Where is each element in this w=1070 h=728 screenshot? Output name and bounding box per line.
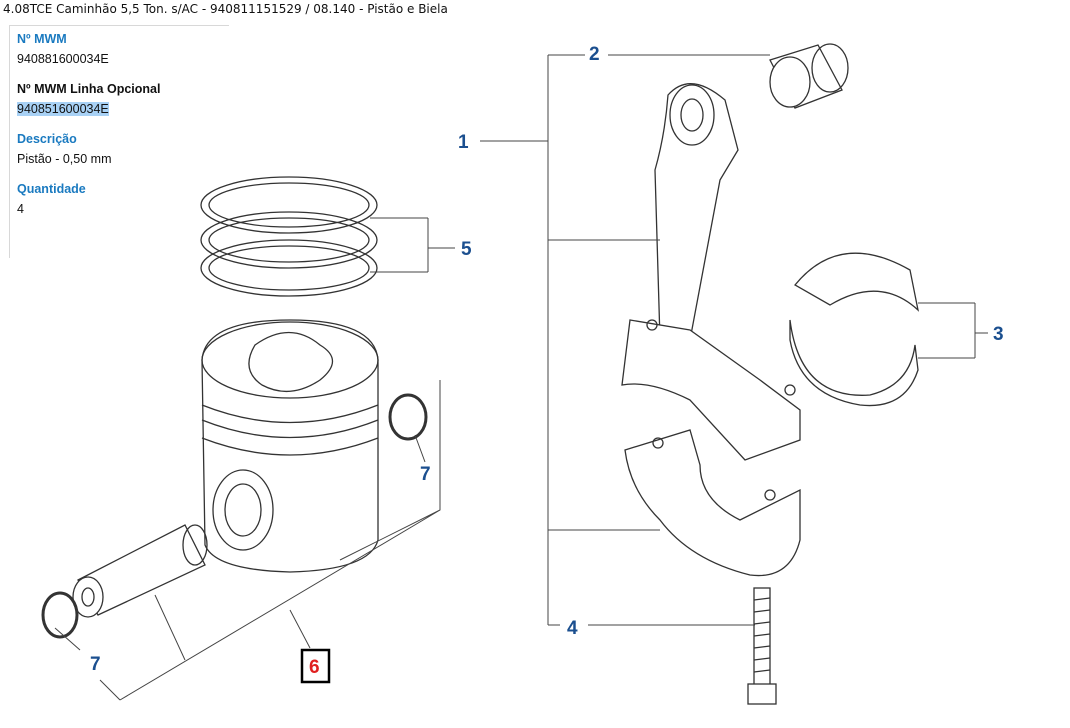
- callout-2[interactable]: 2: [589, 44, 600, 65]
- part-details-panel: Nº MWM 940881600034E Nº MWM Linha Opcion…: [9, 25, 229, 258]
- callout-3[interactable]: 3: [993, 324, 1004, 345]
- callout-1[interactable]: 1: [458, 132, 469, 153]
- breadcrumb-title: 4.08TCE Caminhão 5,5 Ton. s/AC - 9408111…: [3, 2, 448, 16]
- quantity-label: Quantidade: [17, 182, 86, 196]
- callout-4[interactable]: 4: [567, 618, 578, 639]
- piston-rings[interactable]: [200, 176, 378, 297]
- mwm-label: Nº MWM: [17, 32, 67, 46]
- selected-callout-box: [300, 648, 331, 684]
- leader-lines: [54, 54, 988, 701]
- optional-value[interactable]: 940851600034E: [17, 102, 109, 116]
- piston-pin[interactable]: [72, 524, 208, 618]
- callout-5[interactable]: 5: [461, 239, 472, 260]
- optional-label: Nº MWM Linha Opcional: [17, 82, 161, 96]
- quantity-value: 4: [17, 202, 24, 216]
- circlips[interactable]: [41, 393, 428, 639]
- connecting-rod-bolt[interactable]: [747, 587, 777, 705]
- bearing-shells[interactable]: [789, 252, 920, 407]
- connecting-rod-cap[interactable]: [624, 429, 801, 577]
- mwm-value[interactable]: 940881600034E: [17, 52, 109, 66]
- callout-7[interactable]: 7: [420, 464, 431, 485]
- small-end-bushing[interactable]: [769, 43, 849, 109]
- callout-7b[interactable]: 7: [90, 654, 101, 675]
- connecting-rod[interactable]: [621, 82, 801, 461]
- description-label: Descrição: [17, 132, 77, 146]
- description-value: Pistão - 0,50 mm: [17, 152, 112, 166]
- piston[interactable]: [201, 319, 379, 573]
- callout-6[interactable]: 6: [309, 657, 320, 678]
